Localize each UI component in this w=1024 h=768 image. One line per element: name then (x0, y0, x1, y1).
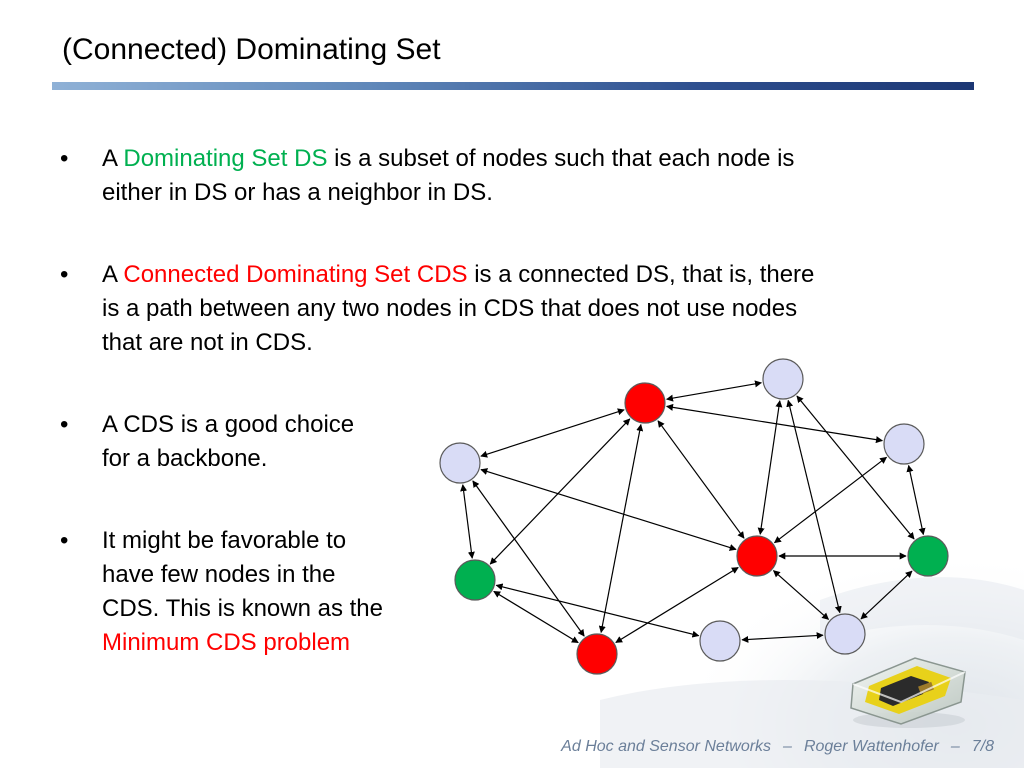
title-underline-bar (52, 82, 974, 90)
graph-edge-f-j (860, 570, 913, 620)
bullet-text-prefix: A (102, 145, 124, 172)
bullet-text-prefix: A (102, 261, 124, 288)
graph-edge-e-j (772, 570, 830, 620)
footer-course: Ad Hoc and Sensor Networks (561, 738, 772, 755)
graph-edge-g-h (493, 590, 579, 644)
graph-node-ds-g (454, 559, 496, 601)
bullet-text: A CDS is a good choice for a backbone. (102, 408, 354, 476)
term-connected-dominating-set: Connected Dominating Set CDS (123, 261, 468, 288)
graph-edge-c-f (796, 395, 915, 540)
term-minimum-cds-problem: Minimum CDS problem (102, 629, 351, 656)
graph-node-cds-b (624, 382, 666, 424)
graph-edge-c-e (757, 400, 783, 535)
bullet-text-rest: is a subset of nodes such that each node… (327, 145, 795, 172)
footer-separator: – (783, 738, 792, 755)
graph-edge-a-e (480, 468, 737, 551)
graph-node-regular-d (883, 423, 925, 465)
footer-separator: – (950, 738, 960, 755)
footer-author: Roger Wattenhofer (803, 738, 939, 755)
graph-edge-a-h (472, 480, 585, 637)
bullet-text: A Connected Dominating Set CDS is a conn… (102, 258, 814, 360)
graph-node-regular-c (762, 358, 804, 400)
graph-edge-i-j (741, 632, 824, 643)
bullet-minimum-cds: • It might be favorable to have few node… (60, 524, 440, 664)
bullet-text-line2: is a path between any two nodes in CDS t… (102, 295, 798, 322)
graph-node-cds-h (576, 633, 618, 675)
bullet-text-line1: A CDS is a good choice (102, 411, 355, 438)
bullet-dominating-set: • A Dominating Set DS is a subset of nod… (60, 142, 960, 212)
graph-edge-b-g (489, 418, 631, 565)
graph-node-regular-a (439, 442, 481, 484)
bullet-text: A Dominating Set DS is a subset of nodes… (102, 142, 794, 210)
bullet-text-line1: It might be favorable to (102, 527, 347, 554)
graph-edge-b-h (598, 423, 644, 634)
graph-edge-b-e (657, 420, 745, 539)
bullet-text-line2: have few nodes in the (102, 561, 336, 588)
slide-footer: Ad Hoc and Sensor Networks–Roger Wattenh… (555, 738, 1000, 756)
graph-edge-a-g (460, 484, 475, 559)
graph-node-cds-e (736, 535, 778, 577)
bullet-text: It might be favorable to have few nodes … (102, 524, 383, 660)
bullet-backbone: • A CDS is a good choice for a backbone. (60, 408, 430, 478)
bullet-text-line3: CDS. This is known as the (102, 595, 384, 622)
bullet-text-line3: that are not in CDS. (102, 329, 313, 356)
graph-node-ds-f (907, 535, 949, 577)
bullet-text-line2: for a backbone. (102, 445, 268, 472)
graph-edge-d-f (906, 464, 926, 536)
term-dominating-set: Dominating Set DS (123, 145, 328, 172)
bullet-connected-dominating-set: • A Connected Dominating Set CDS is a co… (60, 258, 960, 362)
graph-edge-d-e (773, 456, 888, 544)
bullet-text-line2: either in DS or has a neighbor in DS. (102, 179, 493, 206)
bullet-symbol: • (60, 261, 69, 288)
footer-page-number: 7/8 (971, 738, 994, 755)
graph-edge-a-b (480, 408, 625, 458)
bullet-symbol: • (60, 527, 69, 554)
sensor-node-device-image (850, 657, 966, 728)
bullet-text-rest: is a connected DS, that is, there (467, 261, 815, 288)
bullet-symbol: • (60, 145, 69, 172)
graph-node-regular-j (824, 613, 866, 655)
bullet-symbol: • (60, 411, 69, 438)
graph-node-regular-i (699, 620, 741, 662)
slide-title: (Connected) Dominating Set (62, 33, 441, 66)
graph-edge-b-c (666, 380, 762, 402)
